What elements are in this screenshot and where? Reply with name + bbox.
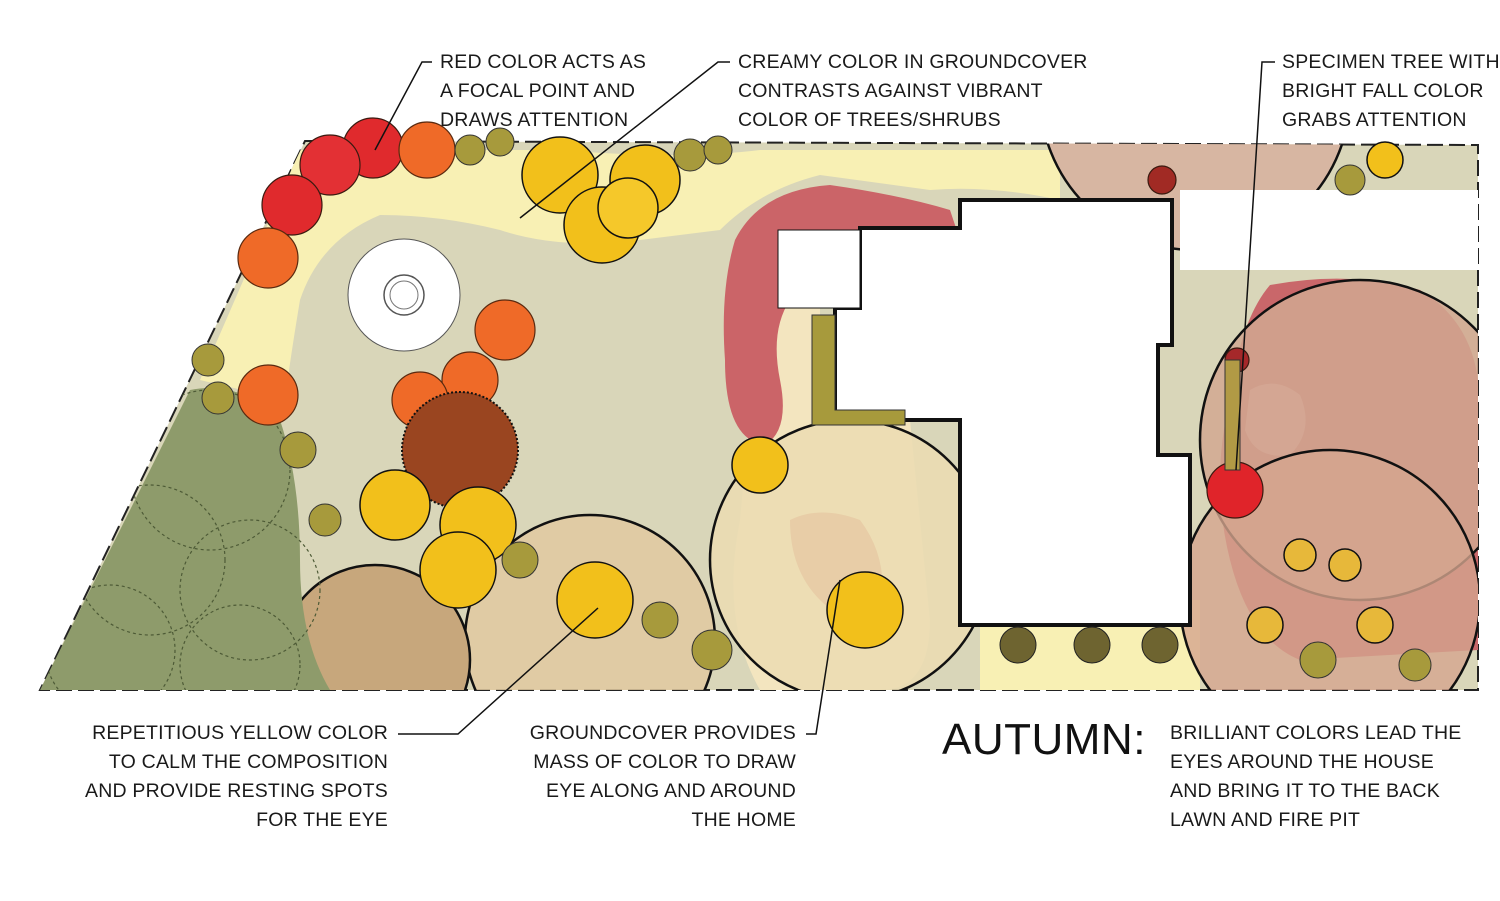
annotation-red-focal: RED COLOR ACTS AS A FOCAL POINT AND DRAW… — [440, 48, 646, 135]
foundation-hedge-right — [1224, 359, 1241, 471]
annotation-line: TO CALM THE COMPOSITION — [108, 751, 388, 773]
annotation-line: GROUNDCOVER PROVIDES — [529, 722, 796, 744]
annotation-line: EYE ALONG AND AROUND — [546, 780, 796, 802]
red-shrub-small — [1147, 165, 1177, 195]
olive-shrub-group — [191, 127, 1432, 682]
annotation-creamy-groundcover: CREAMY COLOR IN GROUNDCOVER CONTRASTS AG… — [738, 48, 1088, 135]
yellow-shrub-group — [359, 136, 1404, 649]
yellow-shrub-small — [1356, 606, 1394, 644]
olive-shrub — [501, 541, 539, 579]
annotation-line: COLOR OF TREES/SHRUBS — [738, 109, 1001, 131]
olive-shrub — [1334, 164, 1366, 196]
orange-shrub — [237, 227, 299, 289]
annotation-line: RED COLOR ACTS AS — [440, 51, 647, 73]
dark-olive-shrub — [1141, 626, 1179, 664]
olive-shrub — [485, 127, 515, 157]
annotation-repetitious-yellow: REPETITIOUS YELLOW COLOR TO CALM THE COM… — [40, 719, 388, 835]
yellow-shrub-small — [1328, 548, 1362, 582]
yellow-shrub — [731, 436, 789, 494]
leader-lines — [374, 61, 1275, 735]
leader-yellow — [398, 607, 599, 735]
annotation-line: GRABS ATTENTION — [1282, 109, 1467, 131]
annotation-line: SPECIMEN TREE WITH — [1282, 51, 1500, 73]
annotation-line: DRAWS ATTENTION — [440, 109, 629, 131]
yellow-shrub — [359, 469, 431, 541]
annotation-line: REPETITIOUS YELLOW COLOR — [92, 722, 388, 744]
season-summary: BRILLIANT COLORS LEAD THE EYES AROUND TH… — [1170, 719, 1461, 835]
annotation-line: A FOCAL POINT AND — [440, 80, 636, 102]
annotation-line: FOR THE EYE — [256, 809, 388, 831]
yellow-shrub — [826, 571, 904, 649]
olive-shrub — [1398, 648, 1432, 682]
olive-shrub — [703, 135, 733, 165]
evergreen-mass — [40, 388, 330, 690]
olive-shrub — [201, 381, 235, 415]
olive-shrub — [279, 431, 317, 469]
olive-shrub — [673, 138, 707, 172]
olive-shrub — [308, 503, 342, 537]
annotation-line: CREAMY COLOR IN GROUNDCOVER — [738, 51, 1088, 73]
yellow-shrub-small — [1246, 606, 1284, 644]
olive-shrub — [641, 601, 679, 639]
fire-pit-inner — [389, 280, 419, 310]
red-shrub — [261, 174, 323, 236]
yellow-shrub-small — [1283, 538, 1317, 572]
olive-shrub — [691, 629, 733, 671]
leader-creamy — [519, 61, 730, 219]
garage-block — [777, 229, 861, 309]
summary-line: LAWN AND FIRE PIT — [1170, 809, 1361, 831]
brown-feature-tree — [401, 391, 519, 509]
red-shrub-group — [261, 117, 1264, 519]
driveway-right — [1180, 190, 1478, 270]
cream-groundcover-front — [200, 150, 1060, 400]
orange-shrub — [474, 299, 536, 361]
dark-olive-shrub — [999, 626, 1037, 664]
olive-shrub — [1299, 641, 1337, 679]
yellow-shrub-small — [1366, 141, 1404, 179]
summary-line: AND BRING IT TO THE BACK — [1170, 780, 1440, 802]
leader-specimen — [1235, 61, 1275, 471]
annotation-specimen-tree: SPECIMEN TREE WITH BRIGHT FALL COLOR GRA… — [1282, 48, 1500, 135]
orange-shrub-group — [237, 121, 536, 429]
dark-shrub-row — [999, 626, 1179, 664]
annotation-groundcover-mass: GROUNDCOVER PROVIDES MASS OF COLOR TO DR… — [480, 719, 796, 835]
season-title: AUTUMN: — [942, 715, 1146, 764]
olive-shrub — [191, 343, 225, 377]
dark-olive-shrub — [1073, 626, 1111, 664]
annotation-line: THE HOME — [691, 809, 796, 831]
foundation-hedge — [811, 314, 906, 426]
annotation-line: MASS OF COLOR TO DRAW — [533, 751, 796, 773]
leader-groundcover — [806, 579, 841, 735]
summary-line: BRILLIANT COLORS LEAD THE — [1170, 722, 1462, 744]
yellow-shrub — [597, 177, 659, 239]
leader-red-focal — [374, 61, 432, 151]
annotation-line: BRIGHT FALL COLOR — [1282, 80, 1484, 102]
summary-line: EYES AROUND THE HOUSE — [1170, 751, 1434, 773]
yellow-shrub — [556, 561, 634, 639]
olive-shrub — [454, 134, 486, 166]
annotation-line: AND PROVIDE RESTING SPOTS — [85, 780, 388, 802]
red-shrub — [299, 134, 361, 196]
orange-shrub — [237, 364, 299, 426]
annotation-line: CONTRASTS AGAINST VIBRANT — [738, 80, 1043, 102]
yellow-shrub — [419, 531, 497, 609]
